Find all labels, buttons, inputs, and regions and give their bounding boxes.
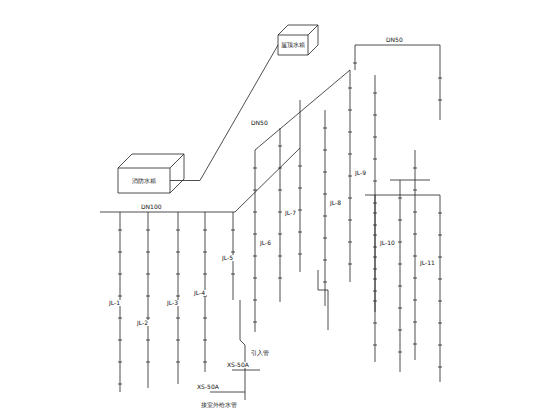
pipe-label: XS-50A xyxy=(226,362,250,368)
pipe-label: JL-1 xyxy=(108,300,121,306)
pipe-label: XS-50A xyxy=(196,384,220,390)
pipe-label: JL-8 xyxy=(329,200,342,206)
tank-name: 屋顶水箱 xyxy=(281,42,305,48)
pipe-label: JL-10 xyxy=(379,240,396,246)
header-pipe xyxy=(365,180,440,195)
pipe-label: JL-2 xyxy=(136,320,149,326)
pipe-label: DN50 xyxy=(250,120,269,126)
riser-pipe xyxy=(146,212,150,388)
riser-pipe xyxy=(253,150,257,332)
header-pipe xyxy=(255,70,350,150)
riser-pipe xyxy=(278,128,282,302)
pipe-label: 引入管 xyxy=(250,350,270,356)
tank-box: 屋顶水箱 xyxy=(278,35,308,55)
supply-pipe xyxy=(318,270,328,330)
roof-tank xyxy=(278,25,318,55)
pipe-label: JL-3 xyxy=(166,300,179,306)
riser-pipe xyxy=(398,180,402,372)
header-pipe xyxy=(235,100,300,212)
riser-pipe xyxy=(298,148,302,272)
riser-pipe xyxy=(438,60,442,120)
header-pipe xyxy=(355,45,440,60)
riser-pipe xyxy=(353,45,357,70)
tank-name: 消防水箱 xyxy=(132,178,156,184)
pipe-label: JL-9 xyxy=(354,170,367,176)
riser-pipe xyxy=(373,195,377,362)
pipe-label: 接室外给水管 xyxy=(200,402,238,408)
pipe-connector xyxy=(170,45,278,181)
riser-pipe xyxy=(348,70,352,282)
pipe-label: JL-6 xyxy=(259,240,272,246)
riser-pipe xyxy=(413,150,417,360)
fire-tank xyxy=(118,154,184,193)
pipe-label: JL-5 xyxy=(221,255,234,261)
pipe-label: DN100 xyxy=(140,204,163,210)
pipe-label: JL-11 xyxy=(419,260,436,266)
riser-pipe xyxy=(323,110,327,306)
pipe-label: JL-7 xyxy=(284,210,297,216)
tank-box: 消防水箱 xyxy=(118,168,170,193)
pipe-label: DN50 xyxy=(385,37,404,43)
riser-pipe xyxy=(176,212,180,384)
pipe-label: JL-4 xyxy=(193,290,206,296)
riser-pipe xyxy=(438,195,442,382)
